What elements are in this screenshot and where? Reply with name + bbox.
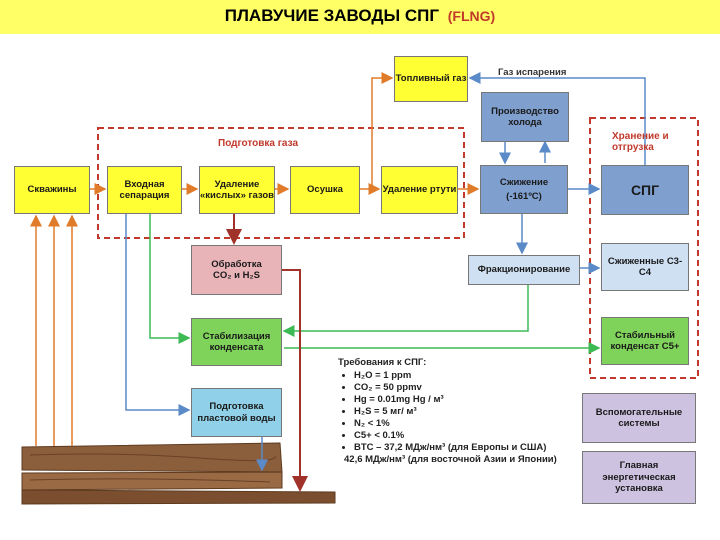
arrow-inlet-condensate <box>149 214 191 344</box>
fuel-gas-box: Топливный газ <box>394 56 468 102</box>
co2-h2s-line2: CO₂ и H₂S <box>212 270 260 281</box>
inlet-separation-label: Входная сепарация <box>119 178 170 201</box>
requirement-continuation: 42,6 МДж/нм³ (для восточной Азии и Япони… <box>344 454 557 465</box>
arrow-to-fuel-gas <box>371 72 394 189</box>
liquefaction-box: Сжижение (-161ºC) <box>480 165 568 214</box>
c5plus-box: Стабильный конденсат С5+ <box>601 317 689 365</box>
requirements-title: Требования к СПГ: <box>338 357 427 368</box>
arrow-fractionation-condensate <box>282 284 529 337</box>
lng-box: СПГ <box>601 165 689 215</box>
water-treatment-label: Подготовка пластовой воды <box>197 401 276 424</box>
requirement-item: N₂ < 1% <box>354 418 574 429</box>
c5plus-label: Стабильный конденсат С5+ <box>610 329 680 352</box>
wells-label: Скважины <box>27 184 77 196</box>
title-accent: (FLNG) <box>447 8 496 24</box>
acid-gas-removal-label: Удаление «кислых» газов <box>200 178 275 201</box>
condensate-stabilization-label: Стабилизация конденсата <box>202 330 271 353</box>
drying-box: Осушка <box>290 166 360 214</box>
c3c4-box: Сжиженные С3-С4 <box>601 243 689 291</box>
co2-h2s-line1: Обработка <box>211 258 262 270</box>
water-treatment-box: Подготовка пластовой воды <box>191 388 282 437</box>
requirement-item: BTC – 37,2 МДж/нм³ (для Европы и США) <box>354 442 574 453</box>
auxiliary-systems-label: Вспомогательные системы <box>595 406 683 429</box>
liquefaction-label: Сжижение <box>499 176 549 188</box>
title-main: ПЛАВУЧИЕ ЗАВОДЫ СПГ <box>224 6 440 25</box>
requirement-item: C5+ < 0.1% <box>354 430 574 441</box>
inlet-separation-box: Входная сепарация <box>107 166 182 214</box>
fractionation-label: Фракционирование <box>477 264 571 276</box>
refrigeration-label: Производство холода <box>491 105 559 128</box>
mercury-removal-box: Удаление ртути <box>381 166 458 214</box>
requirements-list: H₂O = 1 ppm CO₂ = 50 ppmv Hg = 0.01mg Hg… <box>338 370 574 453</box>
drying-label: Осушка <box>307 184 343 196</box>
arrow-treatment-to-planks <box>282 269 308 492</box>
condensate-stabilization-box: Стабилизация конденсата <box>191 318 282 366</box>
lng-label: СПГ <box>630 181 660 198</box>
power-plant-box: Главная энергетическая установка <box>582 451 696 504</box>
power-plant-label: Главная энергетическая установка <box>602 460 676 495</box>
boiloff-label: Газ испарения <box>498 67 567 78</box>
gas-prep-region <box>97 127 465 239</box>
co2-h2s-treatment-box: Обработка CO₂ и H₂S <box>191 245 282 295</box>
arrow-boiloff <box>468 72 646 167</box>
requirement-item: Hg = 0.01mg Hg / м³ <box>354 394 574 405</box>
wood-planks <box>21 442 336 505</box>
fractionation-box: Фракционирование <box>468 255 580 285</box>
acid-gas-removal-box: Удаление «кислых» газов <box>199 166 275 214</box>
requirements-block: Требования к СПГ: H₂O = 1 ppm CO₂ = 50 p… <box>338 357 574 465</box>
storage-region <box>589 117 699 379</box>
wells-box: Скважины <box>14 166 90 214</box>
requirement-item: H₂O = 1 ppm <box>354 370 574 381</box>
title-bar <box>0 0 720 34</box>
refrigeration-box: Производство холода <box>481 92 569 142</box>
gas-prep-label: Подготовка газа <box>218 138 299 149</box>
fuel-gas-label: Топливный газ <box>395 73 467 85</box>
requirement-item: H₂S = 5 мг/ м³ <box>354 406 574 417</box>
requirement-item: CO₂ = 50 ppmv <box>354 382 574 393</box>
mercury-removal-label: Удаление ртути <box>382 184 457 196</box>
auxiliary-systems-box: Вспомогательные системы <box>582 393 696 443</box>
storage-label: Хранение и отгрузка <box>612 131 669 153</box>
arrow-to-water-treatment <box>125 214 191 416</box>
c3c4-label: Сжиженные С3-С4 <box>607 255 683 278</box>
page-title: ПЛАВУЧИЕ ЗАВОДЫ СПГ (FLNG) <box>0 6 720 26</box>
liquefaction-temp: (-161ºC) <box>506 191 542 202</box>
